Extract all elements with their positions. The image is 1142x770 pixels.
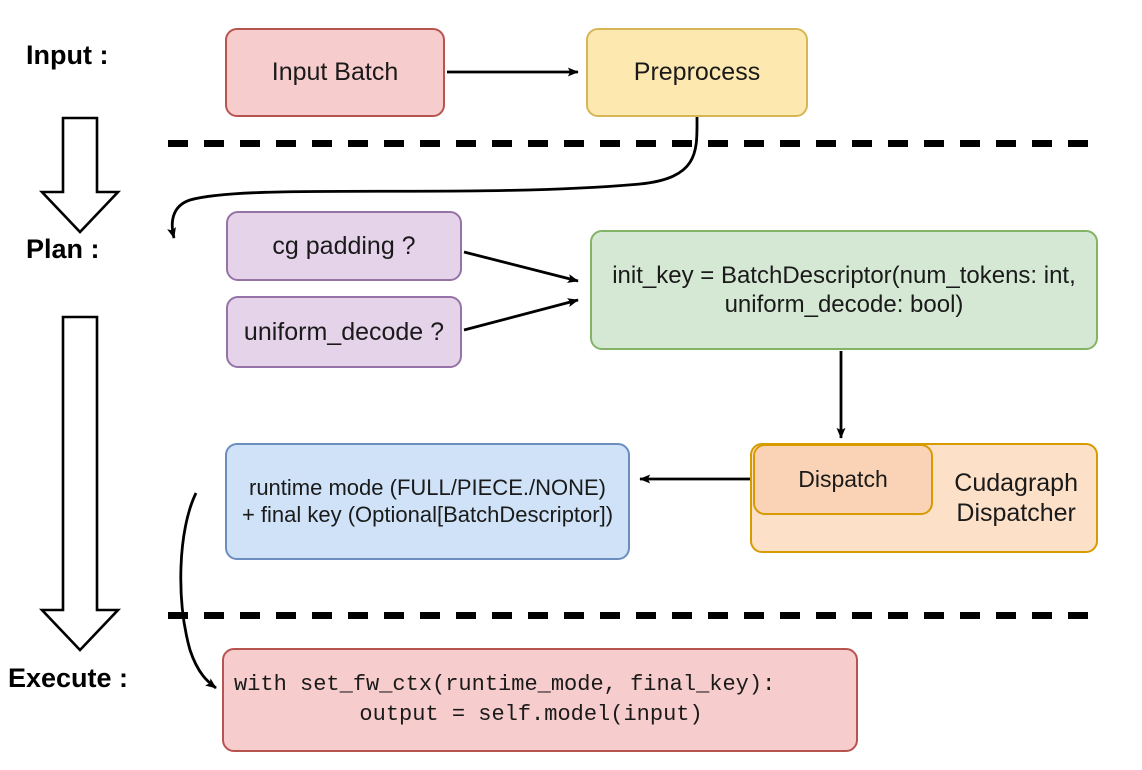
node-uniform-decode-label: uniform_decode ? xyxy=(243,317,445,346)
node-uniform-decode[interactable]: uniform_decode ? xyxy=(226,296,462,368)
node-input-batch-label: Input Batch xyxy=(271,58,399,87)
node-dispatch-label: Dispatch xyxy=(798,466,888,493)
node-code-block-text: with set_fw_ctx(runtime_mode, final_key)… xyxy=(234,671,776,727)
node-preprocess[interactable]: Preprocess xyxy=(586,28,808,117)
stage-label-input: Input : xyxy=(26,40,109,70)
node-runtime-mode-label: runtime mode (FULL/PIECE./NONE) + final … xyxy=(241,474,614,527)
edge-uniform-decode-to-init-key xyxy=(463,298,579,332)
edge-cg-padding-to-init-key xyxy=(463,250,579,283)
node-init-key-label: init_key = BatchDescriptor(num_tokens: i… xyxy=(612,261,1076,318)
stage-label-execute: Execute : xyxy=(8,663,129,693)
node-runtime-mode[interactable]: runtime mode (FULL/PIECE./NONE) + final … xyxy=(225,443,630,560)
node-init-key[interactable]: init_key = BatchDescriptor(num_tokens: i… xyxy=(590,230,1098,350)
node-code-block[interactable]: with set_fw_ctx(runtime_mode, final_key)… xyxy=(222,648,858,752)
node-cg-padding[interactable]: cg padding ? xyxy=(226,211,462,281)
stage-label-plan: Plan : xyxy=(26,234,100,264)
input-to-plan-arrow xyxy=(38,116,122,234)
node-cudagraph-dispatcher-label: Cudagraph Dispatcher xyxy=(954,468,1078,528)
node-cg-padding-label: cg padding ? xyxy=(272,231,416,260)
node-input-batch[interactable]: Input Batch xyxy=(225,28,445,117)
edge-runtime-mode-to-code-block xyxy=(179,492,217,690)
node-dispatch[interactable]: Dispatch xyxy=(753,444,933,515)
plan-to-execute-arrow xyxy=(38,315,122,652)
node-preprocess-label: Preprocess xyxy=(633,58,761,87)
